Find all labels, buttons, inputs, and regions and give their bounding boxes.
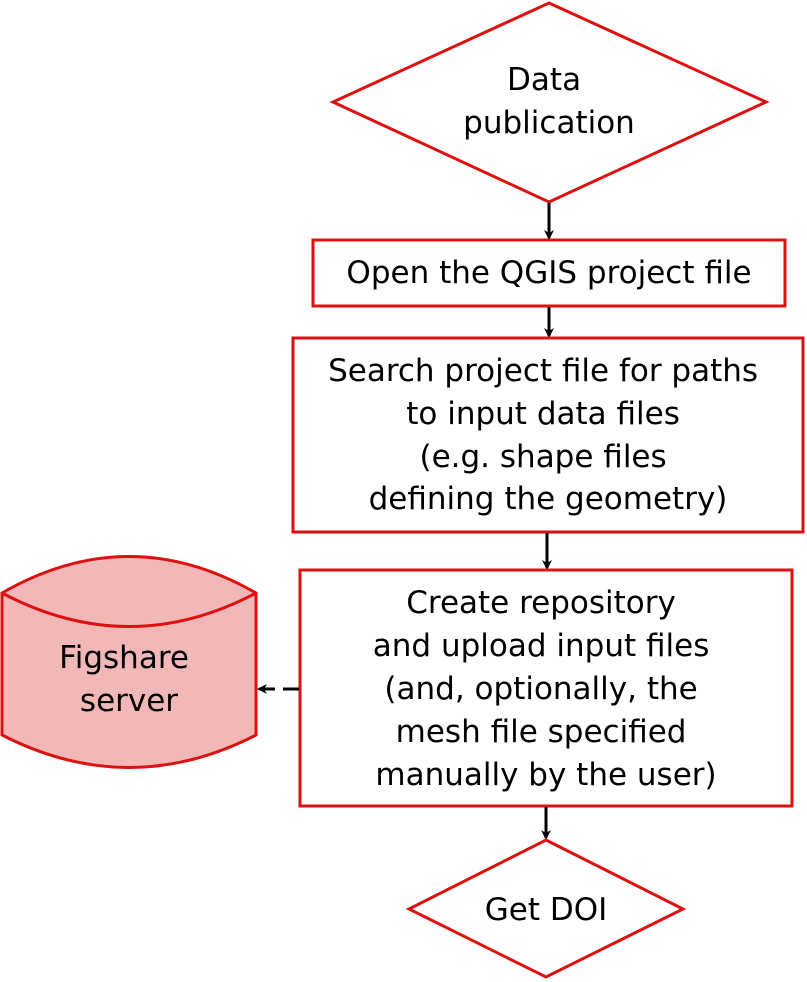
create-repository-node: Create repository and upload input files… bbox=[298, 568, 794, 808]
create-repository-label: Create repository and upload input files… bbox=[373, 585, 719, 793]
start-node: Data publication bbox=[329, 1, 770, 204]
open-project-box bbox=[311, 238, 787, 308]
get-doi-node: Get DOI bbox=[405, 838, 687, 979]
start-diamond-shape bbox=[329, 1, 770, 204]
create-repository-box bbox=[298, 568, 794, 808]
figshare-cylinder-top-curve bbox=[1, 591, 257, 628]
figshare-server-label: Figshare server bbox=[59, 640, 199, 719]
start-node-label: Data publication bbox=[463, 62, 635, 141]
open-project-label: Open the QGIS project file bbox=[346, 255, 751, 291]
figshare-server-node: Figshare server bbox=[0, 555, 258, 769]
get-doi-label: Get DOI bbox=[485, 892, 608, 928]
open-project-node: Open the QGIS project file bbox=[311, 238, 787, 308]
figshare-cylinder-body bbox=[0, 555, 258, 769]
search-paths-box bbox=[291, 336, 805, 534]
get-doi-diamond-shape bbox=[405, 838, 687, 979]
search-paths-label: Search project file for paths to input d… bbox=[328, 353, 768, 517]
search-paths-node: Search project file for paths to input d… bbox=[291, 336, 805, 534]
